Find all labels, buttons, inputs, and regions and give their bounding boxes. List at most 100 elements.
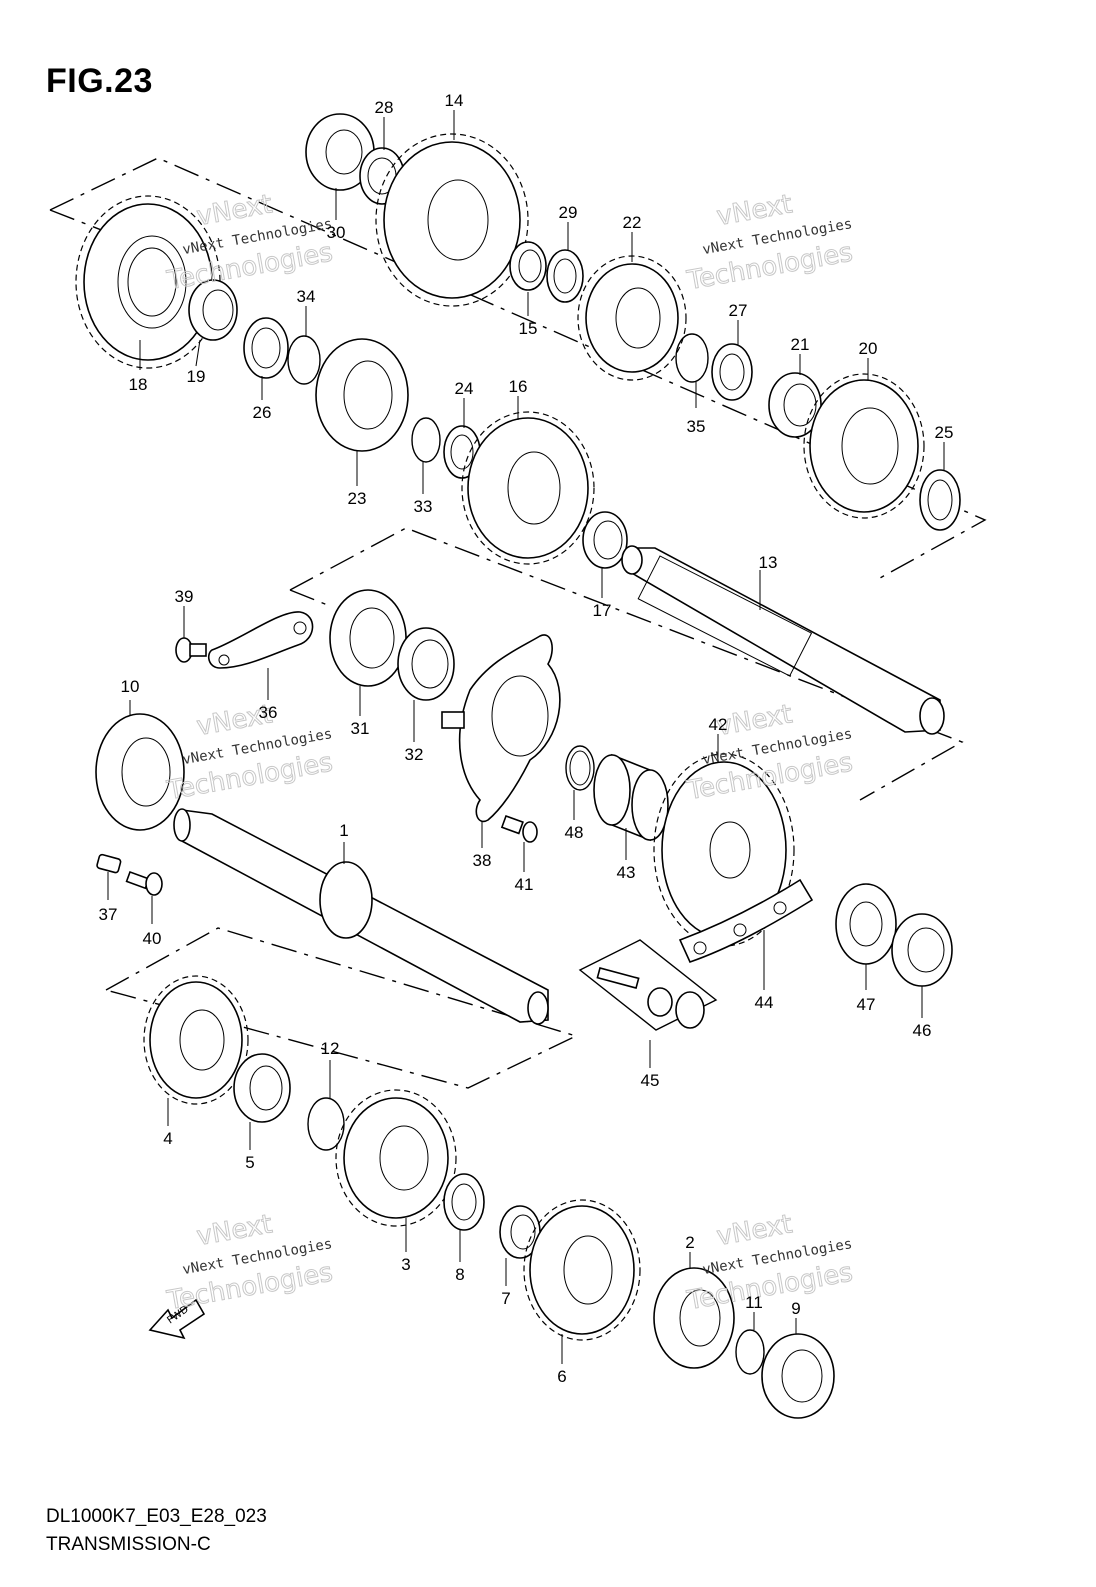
- watermark-top-right: vNext vNext Technologies Technologies: [684, 189, 856, 297]
- label-part-27[interactable]: 27: [729, 301, 748, 320]
- label-part-30[interactable]: 30: [327, 223, 346, 242]
- label-part-6[interactable]: 6: [557, 1367, 566, 1386]
- part-33-circlip: [411, 417, 441, 463]
- label-part-29[interactable]: 29: [559, 203, 578, 222]
- label-part-35[interactable]: 35: [687, 417, 706, 436]
- part-23-gear: [315, 338, 409, 452]
- part-40-screw: [125, 870, 163, 896]
- part-48-o-ring: [565, 745, 595, 791]
- svg-text:vNext: vNext: [715, 1209, 795, 1252]
- part-43-spacer: [593, 753, 669, 842]
- label-part-43[interactable]: 43: [617, 863, 636, 882]
- part-32-oil-seal: [397, 627, 455, 701]
- label-part-38[interactable]: 38: [473, 851, 492, 870]
- figure-title: FIG.23: [46, 62, 153, 100]
- label-part-39[interactable]: 39: [175, 587, 194, 606]
- label-part-28[interactable]: 28: [375, 98, 394, 117]
- label-part-42[interactable]: 42: [709, 715, 728, 734]
- label-part-17[interactable]: 17: [593, 601, 612, 620]
- part-18-gear: [75, 195, 221, 369]
- part-44-chain: [678, 878, 814, 963]
- part-12-circlip: [307, 1097, 345, 1151]
- part-38-plate: [441, 634, 561, 823]
- part-34-circlip: [287, 335, 321, 385]
- label-part-4[interactable]: 4: [163, 1129, 172, 1148]
- part-3-gear: [335, 1089, 457, 1227]
- watermark-bottom-left: vNext vNext Technologies Technologies: [164, 1209, 336, 1317]
- label-part-34[interactable]: 34: [297, 287, 316, 306]
- label-part-45[interactable]: 45: [641, 1071, 660, 1090]
- part-37-clip: [96, 853, 122, 874]
- figure-code: DL1000K7_E03_E28_023: [46, 1506, 267, 1527]
- label-part-10[interactable]: 10: [121, 677, 140, 696]
- part-6-gear: [523, 1199, 641, 1341]
- label-part-22[interactable]: 22: [623, 213, 642, 232]
- part-1-mainshaft: [173, 808, 549, 1025]
- label-part-21[interactable]: 21: [791, 335, 810, 354]
- part-29-washer: [546, 249, 584, 303]
- label-part-9[interactable]: 9: [791, 1299, 800, 1318]
- part-19-needle-bearing: [188, 279, 238, 341]
- label-part-23[interactable]: 23: [348, 489, 367, 508]
- part-27-washer: [711, 343, 753, 401]
- label-part-3[interactable]: 3: [401, 1255, 410, 1274]
- label-part-1[interactable]: 1: [339, 821, 348, 840]
- label-part-48[interactable]: 48: [565, 823, 584, 842]
- part-45-master-link: [578, 939, 718, 1031]
- part-39-screw: [175, 637, 207, 663]
- svg-text:vNext: vNext: [715, 189, 795, 232]
- label-part-26[interactable]: 26: [253, 403, 272, 422]
- svg-text:vNext: vNext: [195, 189, 275, 232]
- label-part-19[interactable]: 19: [187, 367, 206, 386]
- part-4-gear: [143, 975, 249, 1105]
- part-47-washer: [835, 883, 897, 965]
- label-part-7[interactable]: 7: [501, 1289, 510, 1308]
- assembly-frame-driveshaft: [289, 527, 964, 801]
- label-part-24[interactable]: 24: [455, 379, 474, 398]
- leader-lines: [107, 110, 945, 1364]
- part-9-bearing: [761, 1333, 835, 1419]
- part-36-retainer-plate: [207, 611, 314, 669]
- label-part-5[interactable]: 5: [245, 1153, 254, 1172]
- label-part-44[interactable]: 44: [755, 993, 774, 1012]
- part-2-gear: [653, 1267, 735, 1369]
- label-part-18[interactable]: 18: [129, 375, 148, 394]
- figure-name: TRANSMISSION-C: [46, 1534, 211, 1555]
- part-46-nut: [891, 913, 953, 987]
- part-15-bushing: [509, 241, 547, 291]
- part-13-countershaft: [621, 545, 945, 735]
- part-22-gear: [577, 255, 687, 381]
- label-part-40[interactable]: 40: [143, 929, 162, 948]
- label-part-14[interactable]: 14: [445, 91, 464, 110]
- label-part-33[interactable]: 33: [414, 497, 433, 516]
- label-part-2[interactable]: 2: [685, 1233, 694, 1252]
- part-30-bearing: [305, 113, 375, 191]
- label-part-15[interactable]: 15: [519, 319, 538, 338]
- part-35-circlip: [675, 333, 709, 383]
- label-part-46[interactable]: 46: [913, 1021, 932, 1040]
- watermark-mid-right: vNext vNext Technologies Technologies: [684, 699, 856, 807]
- label-part-47[interactable]: 47: [857, 995, 876, 1014]
- part-8-washer: [443, 1173, 485, 1231]
- label-part-11[interactable]: 11: [745, 1293, 763, 1312]
- label-part-12[interactable]: 12: [321, 1039, 340, 1058]
- label-part-16[interactable]: 16: [509, 377, 528, 396]
- part-16-gear: [461, 411, 595, 565]
- part-11-washer: [735, 1329, 765, 1375]
- part-17-bushing: [582, 511, 628, 569]
- part-41-screw: [500, 814, 538, 843]
- label-part-13[interactable]: 13: [759, 553, 778, 572]
- part-31-bearing: [329, 589, 407, 687]
- part-20-gear: [803, 373, 925, 519]
- label-part-20[interactable]: 20: [859, 339, 878, 358]
- label-part-41[interactable]: 41: [515, 875, 534, 894]
- label-part-36[interactable]: 36: [259, 703, 278, 722]
- label-part-32[interactable]: 32: [405, 745, 424, 764]
- watermark-bottom-right: vNext vNext Technologies Technologies: [684, 1209, 856, 1317]
- label-part-37[interactable]: 37: [99, 905, 118, 924]
- label-part-31[interactable]: 31: [351, 719, 370, 738]
- label-part-8[interactable]: 8: [455, 1265, 464, 1284]
- label-part-25[interactable]: 25: [935, 423, 954, 442]
- part-5-bushing: [233, 1053, 291, 1123]
